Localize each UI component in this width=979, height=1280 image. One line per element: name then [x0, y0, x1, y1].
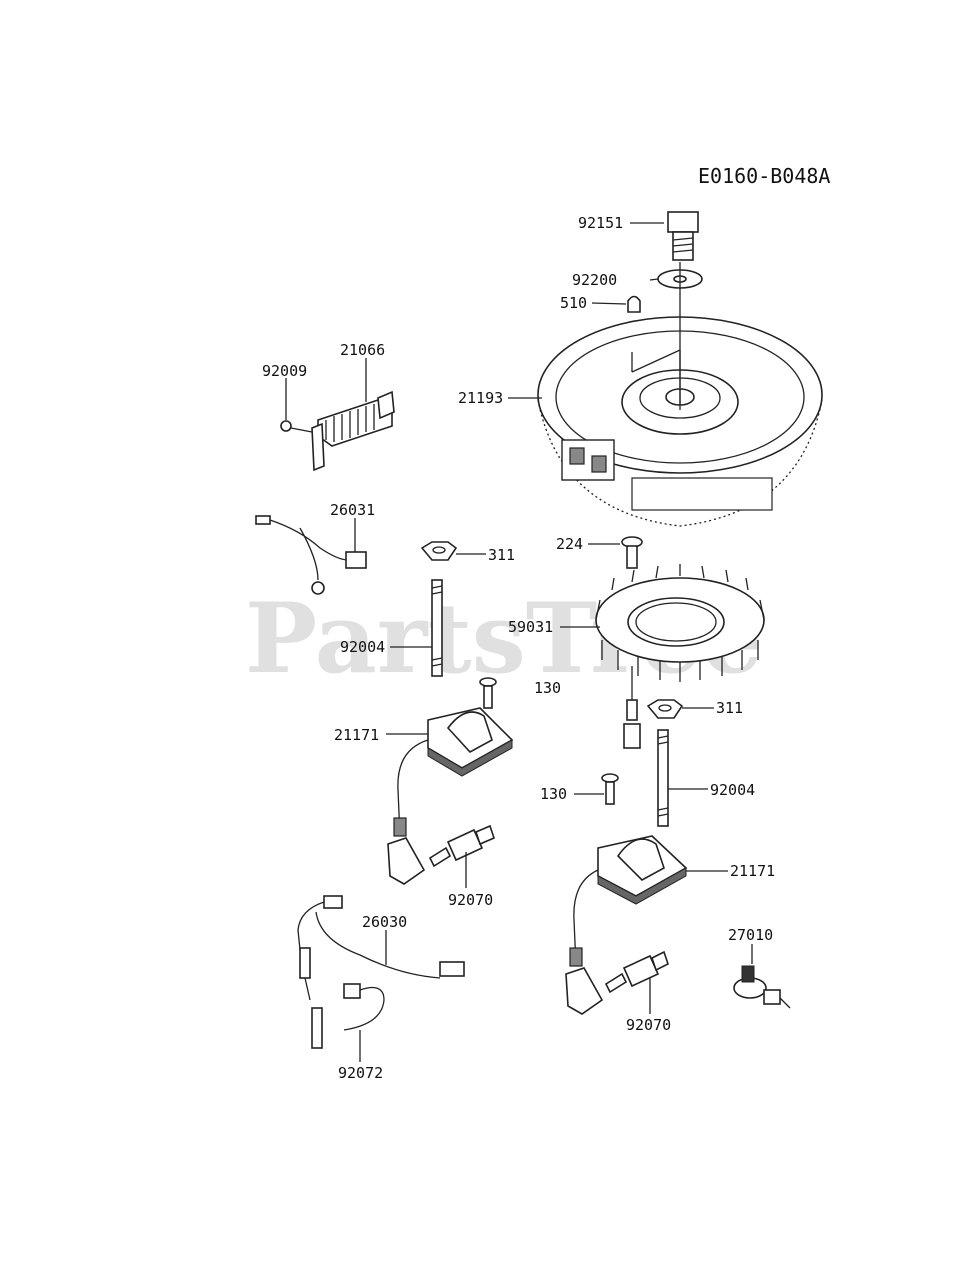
label-59031: 59031 [508, 618, 553, 636]
switch-27010-part[interactable] [733, 965, 791, 1009]
nut-311-left-part[interactable] [420, 541, 458, 561]
label-130-right: 130 [540, 785, 567, 803]
label-26030: 26030 [362, 913, 407, 931]
label-92004-left: 92004 [340, 638, 385, 656]
label-21171-left: 21171 [334, 726, 379, 744]
bolt-130-right-part[interactable] [601, 773, 619, 805]
label-27010: 27010 [728, 926, 773, 944]
regulator-21066-part[interactable] [311, 390, 395, 472]
spark-plug-92070-left-part[interactable] [428, 824, 495, 868]
spark-plug-92070-right-part[interactable] [604, 950, 669, 994]
harness-26030-part[interactable] [297, 895, 465, 1049]
bolt-92151-part[interactable] [667, 211, 699, 261]
ignition-coil-21171-right-part[interactable] [565, 835, 688, 1015]
key-510-part[interactable] [627, 295, 641, 313]
label-21193: 21193 [458, 389, 503, 407]
stud-92004-right-part[interactable] [657, 729, 669, 827]
nut-311-right-part[interactable] [646, 699, 684, 719]
label-26031: 26031 [330, 501, 375, 519]
label-92072: 92072 [338, 1064, 383, 1082]
lead-92072-part[interactable] [343, 983, 385, 1031]
diagram-reference-code: E0160-B048A [698, 164, 830, 188]
leader-lines [285, 222, 753, 1062]
label-92009: 92009 [262, 362, 307, 380]
label-92200: 92200 [572, 271, 617, 289]
stator-59031-part[interactable] [595, 564, 765, 682]
stud-92004-left-part[interactable] [431, 579, 443, 677]
stator-lead-connector-part[interactable] [623, 666, 641, 749]
label-92151: 92151 [578, 214, 623, 232]
label-21066: 21066 [340, 341, 385, 359]
harness-26031-part[interactable] [255, 515, 367, 595]
label-21171-right: 21171 [730, 862, 775, 880]
bolt-130-left-part[interactable] [479, 677, 497, 709]
bolt-224-part[interactable] [621, 536, 643, 569]
screw-92009-part[interactable] [280, 420, 313, 433]
label-510: 510 [560, 294, 587, 312]
ignition-coil-21171-left-part[interactable] [387, 707, 514, 885]
label-92070-left: 92070 [448, 891, 493, 909]
label-92070-right: 92070 [626, 1016, 671, 1034]
label-311-left: 311 [488, 546, 515, 564]
label-224: 224 [556, 535, 583, 553]
label-130-left: 130 [534, 679, 561, 697]
label-311-right: 311 [716, 699, 743, 717]
label-92004-right: 92004 [710, 781, 755, 799]
